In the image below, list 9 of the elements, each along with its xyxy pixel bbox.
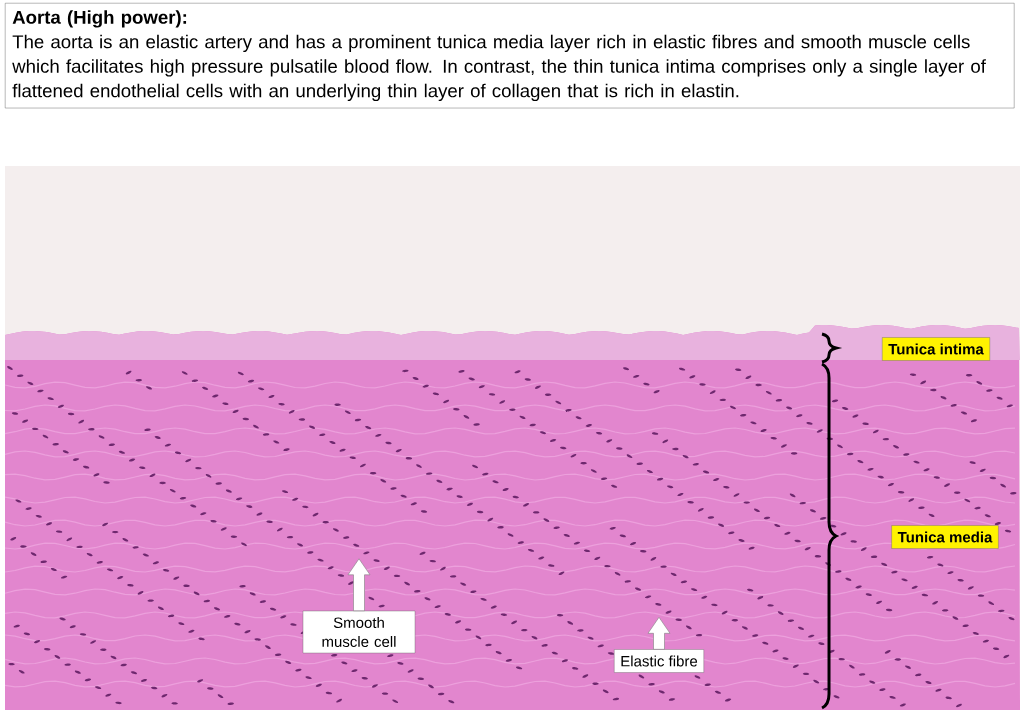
label-box: Tunica media bbox=[891, 525, 999, 549]
label-box: Smooth muscle cell bbox=[302, 610, 416, 654]
paragraph: The aorta is an elastic artery and has a prominent tunica media layer rich in elastic fibres and smooth muscle cells which facilitates high pressure pulsatile blood flow. In contrast, the thin tunica intima comprises only a single layer of flattened endothelial cells with an underlying thin layer of collagen that is rich in elastin. bbox=[12, 34, 986, 102]
arrow bbox=[647, 617, 671, 650]
text-box bbox=[5, 3, 1015, 109]
label-box: Elastic fibre bbox=[614, 649, 704, 673]
label-box: Tunica intima bbox=[882, 337, 990, 361]
arrow bbox=[347, 558, 371, 612]
heading: Aorta (High power): bbox=[12, 10, 187, 28]
